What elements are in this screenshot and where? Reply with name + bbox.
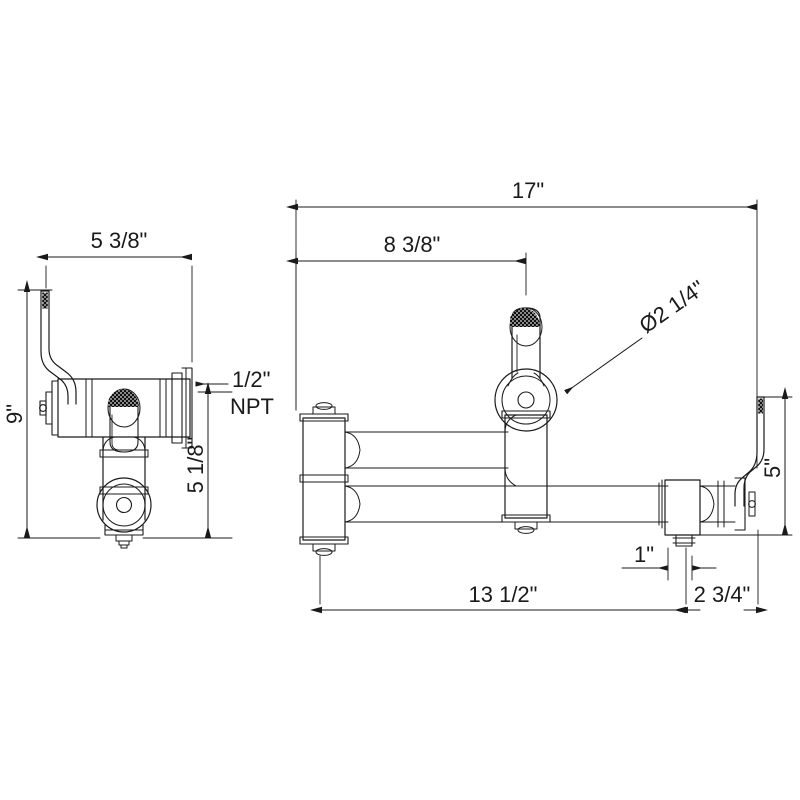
dim-side-valve-height: 5 1/8" xyxy=(183,437,208,494)
dim-spout-height: 5" xyxy=(760,458,785,478)
front-view-dimensions xyxy=(286,199,793,614)
dim-spout-gap: 1" xyxy=(634,542,654,567)
dim-inlet-thread-standard: NPT xyxy=(230,394,274,419)
dim-side-width: 5 3/8" xyxy=(91,228,148,253)
dim-first-joint: 8 3/8" xyxy=(384,232,441,257)
dim-arm-length: 13 1/2" xyxy=(469,582,538,607)
dim-side-height: 9" xyxy=(2,404,27,424)
dim-spout-offset: 2 3/4" xyxy=(694,582,751,607)
side-view-dimensions xyxy=(17,253,233,539)
dim-handle-diameter: Ø2 1/4" xyxy=(635,275,710,338)
side-view-geometry xyxy=(39,290,193,549)
front-view-geometry xyxy=(299,307,765,556)
dim-inlet-thread-size: 1/2" xyxy=(232,367,270,392)
dim-overall-reach: 17" xyxy=(512,178,544,203)
